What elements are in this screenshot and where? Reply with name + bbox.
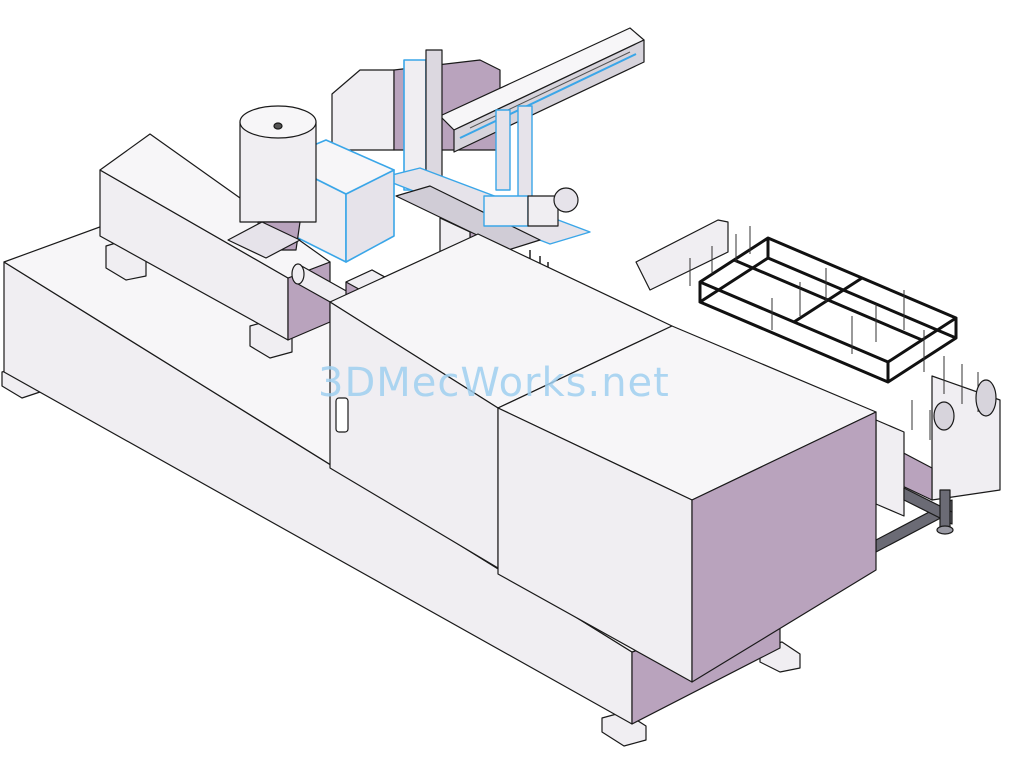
servo-motor [553,187,579,213]
bin-stand-leg [939,489,951,529]
hopper-lid [239,105,317,139]
door-handle[interactable] [335,397,349,433]
rack-pins [689,226,979,440]
gripper-block [483,195,529,227]
beam-rail [459,53,637,139]
rack-frame [698,236,958,384]
feed-roller [933,401,955,431]
rod-end [291,263,305,285]
hopper-body [239,121,317,223]
hopper-knob [273,122,283,130]
bin-back [635,219,729,291]
cable-chain [517,105,533,203]
gripper-block [527,195,559,227]
watermark: 3DMecWorks.net [318,360,670,406]
main-cabinet [497,325,877,683]
bin-side [875,419,905,517]
rear-housing [331,69,395,151]
leveling-foot [936,525,954,535]
main-cabinet-side [691,411,877,683]
cable-chain [495,109,511,191]
vertical-upright [425,49,443,187]
cross-arm-chain [395,185,541,251]
hopper-base [227,221,301,259]
collection-bin [635,219,1001,553]
feed-roller [975,379,997,417]
